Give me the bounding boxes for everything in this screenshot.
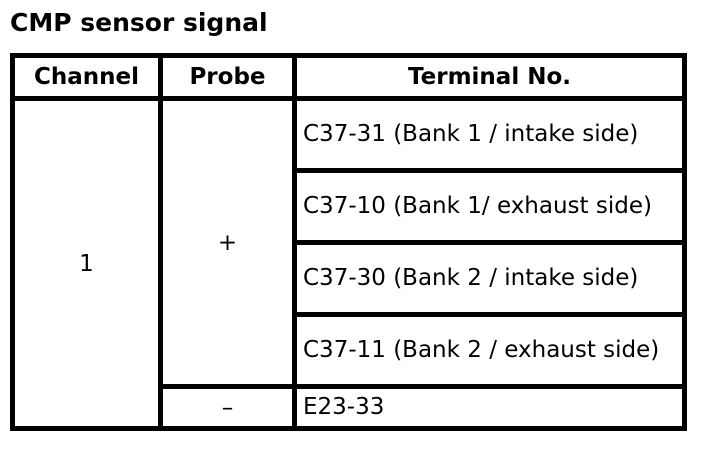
table-row: C37-30 (Bank 2 / intake side) — [13, 240, 687, 317]
table-row: 1 + C37-31 (Bank 1 / intake side) — [10, 96, 687, 431]
table-row: C37-11 (Bank 2 / exhaust side) — [13, 312, 687, 389]
terminal-cell-c37-30: C37-30 (Bank 2 / intake side) — [292, 240, 687, 317]
terminal-cell-c37-31: C37-31 (Bank 1 / intake side) — [292, 96, 687, 173]
header-row: Channel Probe Terminal No. — [10, 53, 687, 101]
probe-minus-value: – — [158, 384, 297, 431]
terminal-cell-c37-10: C37-10 (Bank 1/ exhaust side) — [292, 168, 687, 245]
column-header-terminal-no: Terminal No. — [292, 53, 687, 101]
table-row: C37-10 (Bank 1/ exhaust side) — [13, 168, 687, 245]
page-title: CMP sensor signal — [10, 8, 268, 37]
channel-value: 1 — [10, 96, 163, 431]
table-row: – E23-33 — [13, 384, 687, 431]
probe-plus-value: + — [158, 96, 297, 389]
terminal-cell-c37-11: C37-11 (Bank 2 / exhaust side) — [292, 312, 687, 389]
column-header-channel: Channel — [10, 53, 163, 101]
column-header-probe: Probe — [158, 53, 297, 101]
terminal-cell-e23-33: E23-33 — [292, 384, 687, 431]
cmp-sensor-signal-table: Channel Probe Terminal No. 1 + C37-31 (B… — [10, 53, 687, 431]
